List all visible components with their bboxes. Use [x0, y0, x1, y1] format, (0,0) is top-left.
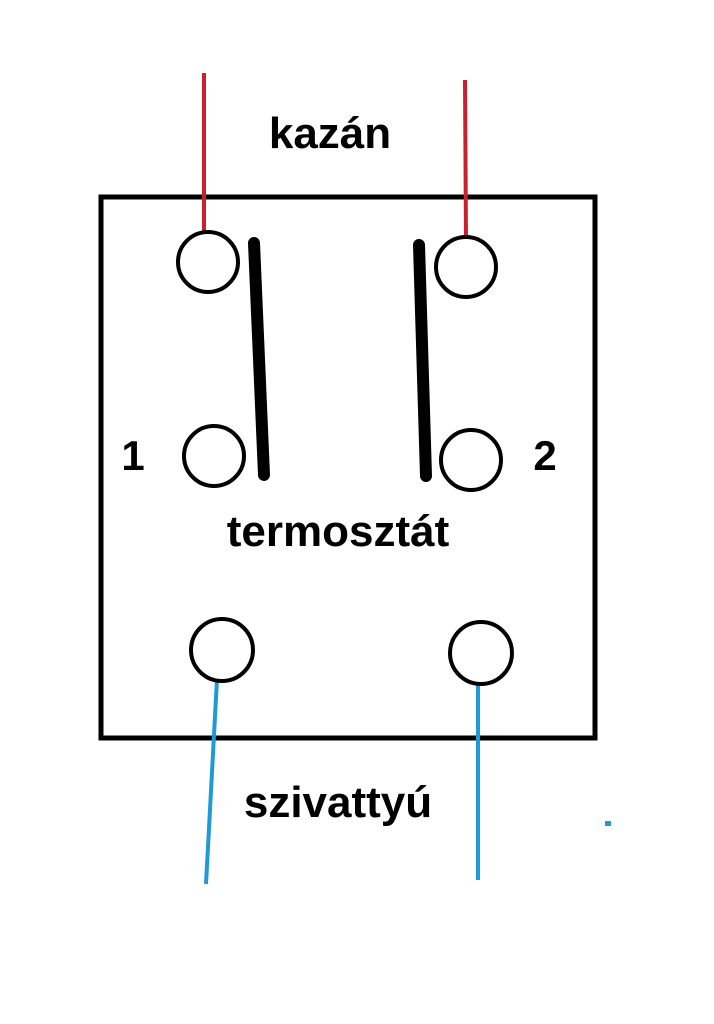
terminal-1 [182, 424, 246, 488]
boiler-wire-right [463, 79, 468, 241]
boiler-label: kazán [269, 109, 391, 158]
thermostat-housing [98, 194, 598, 741]
terminal-top-right [434, 235, 498, 299]
switch-contact-left [248, 237, 270, 481]
pump-wire-left [204, 678, 219, 885]
terminal-2-label: 2 [533, 432, 556, 479]
terminal-top-left [176, 230, 240, 294]
pump-label: szivattyú [244, 778, 432, 827]
terminal-2 [439, 428, 503, 492]
stray-dot [605, 821, 611, 826]
terminal-bottom-right [448, 620, 514, 686]
thermostat-label: termosztát [227, 507, 450, 556]
switch-contact-right [413, 239, 432, 482]
terminal-1-label: 1 [121, 432, 144, 479]
terminal-bottom-left [189, 617, 255, 683]
